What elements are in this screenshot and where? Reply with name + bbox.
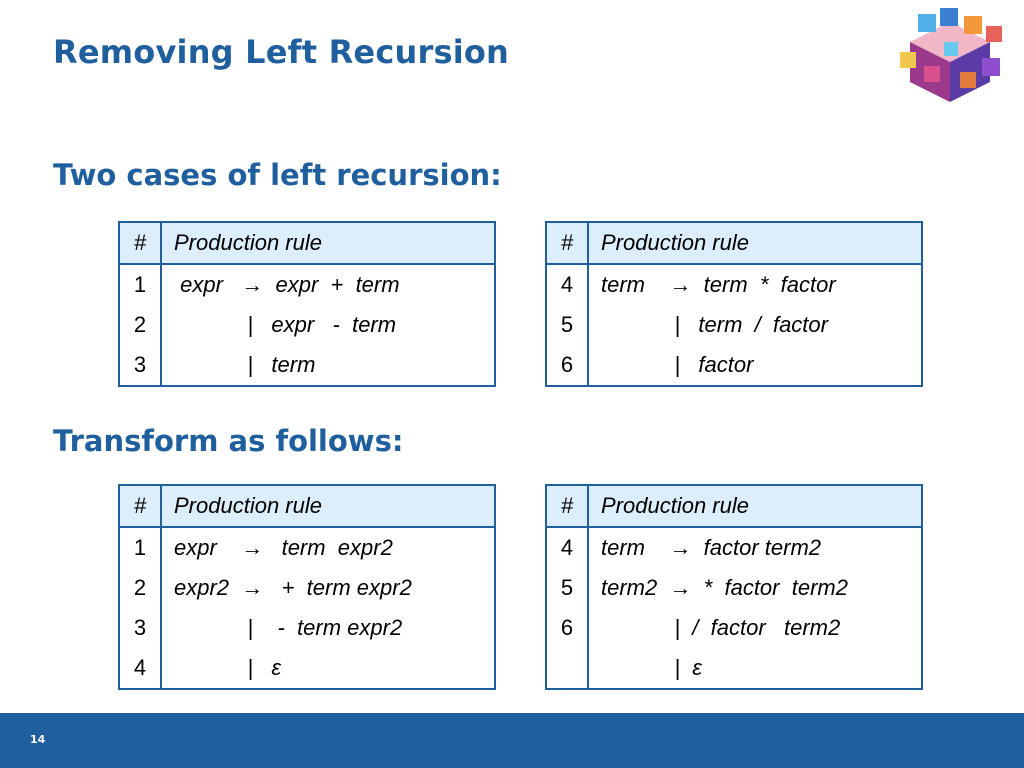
production-rule: expr → expr + term (174, 272, 400, 297)
production-rule: | expr - term (174, 312, 397, 337)
production-rule: term → factor term2 (601, 535, 822, 560)
rule-number: 4 (119, 648, 162, 689)
table-row: 4 term → term * factor (546, 264, 922, 305)
table-row: 1 expr → expr + term (119, 264, 495, 305)
column-header-number: # (119, 485, 162, 528)
production-rule: | term / factor (601, 312, 828, 337)
table-row: 2 expr2 → + term expr2 (119, 568, 495, 608)
rule-number: 1 (119, 527, 162, 568)
table-row: 5 | term / factor (546, 305, 922, 345)
table-left-recursion-term: # Production rule 4 term → term * factor… (545, 221, 923, 387)
column-header-production-rule: Production rule (588, 485, 922, 528)
table-transformed-expr: # Production rule 1 expr → term expr2 2 … (118, 484, 496, 690)
table-transformed-term: # Production rule 4 term → factor term2 … (545, 484, 923, 690)
footer-bar: 14 (0, 713, 1024, 768)
column-header-number: # (546, 222, 589, 265)
production-rule: | / factor term2 (601, 615, 841, 640)
rule-number: 5 (546, 305, 589, 345)
production-rule: term → term * factor (601, 272, 836, 297)
production-rule: | term (174, 352, 316, 377)
table-row: 1 expr → term expr2 (119, 527, 495, 568)
production-rule: expr → term expr2 (174, 535, 393, 560)
rule-number: 6 (546, 608, 589, 648)
table-row: 2 | expr - term (119, 305, 495, 345)
table-row: 4 term → factor term2 (546, 527, 922, 568)
rule-number: 4 (546, 527, 589, 568)
production-rule: | ε (601, 655, 702, 680)
rule-number (546, 648, 589, 689)
table-row: 3 | term (119, 345, 495, 386)
production-rule: | factor (601, 352, 754, 377)
table-row: | ε (546, 648, 922, 689)
table-row: 3 | - term expr2 (119, 608, 495, 648)
column-header-production-rule: Production rule (161, 485, 495, 528)
table-left-recursion-expr: # Production rule 1 expr → expr + term 2… (118, 221, 496, 387)
table-row: 5 term2 → * factor term2 (546, 568, 922, 608)
production-rule: term2 → * factor term2 (601, 575, 848, 600)
rule-number: 6 (546, 345, 589, 386)
subheading-transform: Transform as follows: (53, 424, 404, 458)
column-header-production-rule: Production rule (161, 222, 495, 265)
rule-number: 4 (546, 264, 589, 305)
rule-number: 2 (119, 305, 162, 345)
column-header-number: # (546, 485, 589, 528)
table-row: 6 | / factor term2 (546, 608, 922, 648)
subheading-left-recursion-cases: Two cases of left recursion: (53, 158, 502, 192)
rule-number: 2 (119, 568, 162, 608)
table-row: 4 | ε (119, 648, 495, 689)
production-rule: | ε (174, 655, 282, 680)
column-header-production-rule: Production rule (588, 222, 922, 265)
rule-number: 3 (119, 345, 162, 386)
column-header-number: # (119, 222, 162, 265)
slide-title: Removing Left Recursion (53, 33, 510, 71)
table-row: 6 | factor (546, 345, 922, 386)
rule-number: 1 (119, 264, 162, 305)
page-number: 14 (30, 733, 46, 746)
production-rule: expr2 → + term expr2 (174, 575, 412, 600)
cube-stack-logo (900, 8, 1002, 102)
rule-number: 3 (119, 608, 162, 648)
rule-number: 5 (546, 568, 589, 608)
production-rule: | - term expr2 (174, 615, 403, 640)
